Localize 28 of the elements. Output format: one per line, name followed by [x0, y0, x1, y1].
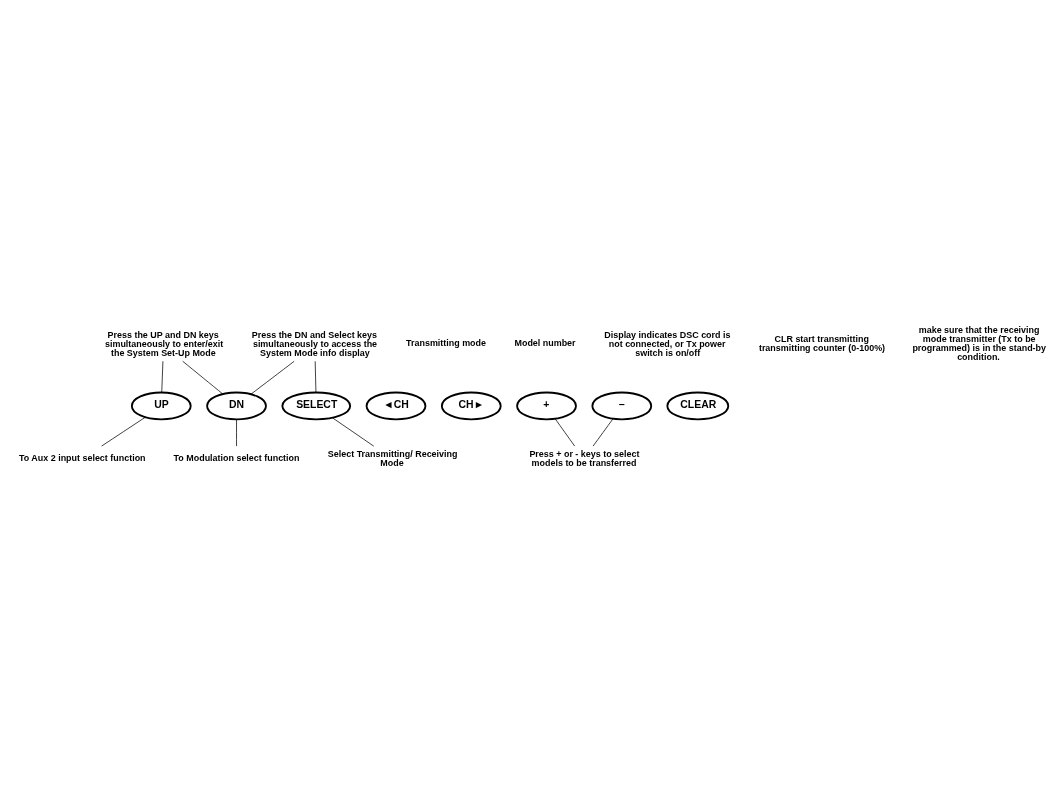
- connector: [554, 417, 576, 446]
- connector: [250, 360, 295, 395]
- node-text: To Aux 2 input select function: [18, 452, 146, 463]
- connector: [592, 417, 614, 446]
- node-text: To Modulation select function: [173, 452, 300, 463]
- connector: [161, 360, 164, 393]
- node-text: Press + or - keys to select models to be transferred: [529, 448, 640, 468]
- node-text: Press the UP and DN keys simultaneously to enter/exit the System Set-Up Mode: [105, 329, 224, 358]
- node-ellipse: SELECT: [281, 391, 352, 420]
- label: Display indicates DSC cord is not connected, or Tx power switch is on/off: [604, 329, 731, 358]
- label: Transmitting mode: [406, 337, 487, 348]
- connector: [182, 360, 224, 394]
- node-text: Select Transmitting/ Receiving Mode: [327, 448, 458, 468]
- connector: [101, 416, 146, 446]
- label: Model number: [514, 337, 576, 348]
- connector: [314, 360, 317, 393]
- node-ellipse: +: [516, 391, 577, 420]
- label: CLR start transmitting transmitting counter (0-100%): [758, 333, 886, 353]
- node-ellipse: UP: [130, 391, 192, 420]
- node-ellipse: ◄CH: [365, 391, 427, 420]
- connector: [236, 418, 237, 446]
- node-ellipse: −: [591, 391, 653, 420]
- node-text: Press the DN and Select keys simultaneously to access the System Mode info display: [251, 329, 378, 358]
- node-ellipse: DN: [206, 391, 267, 420]
- node-ellipse: CLEAR: [666, 391, 730, 420]
- node-ellipse: CH►: [440, 391, 502, 420]
- connector: [332, 416, 375, 447]
- label: make sure that the receiving mode transmitter (Tx to be programmed) is in the stand-by condition.: [912, 324, 1047, 362]
